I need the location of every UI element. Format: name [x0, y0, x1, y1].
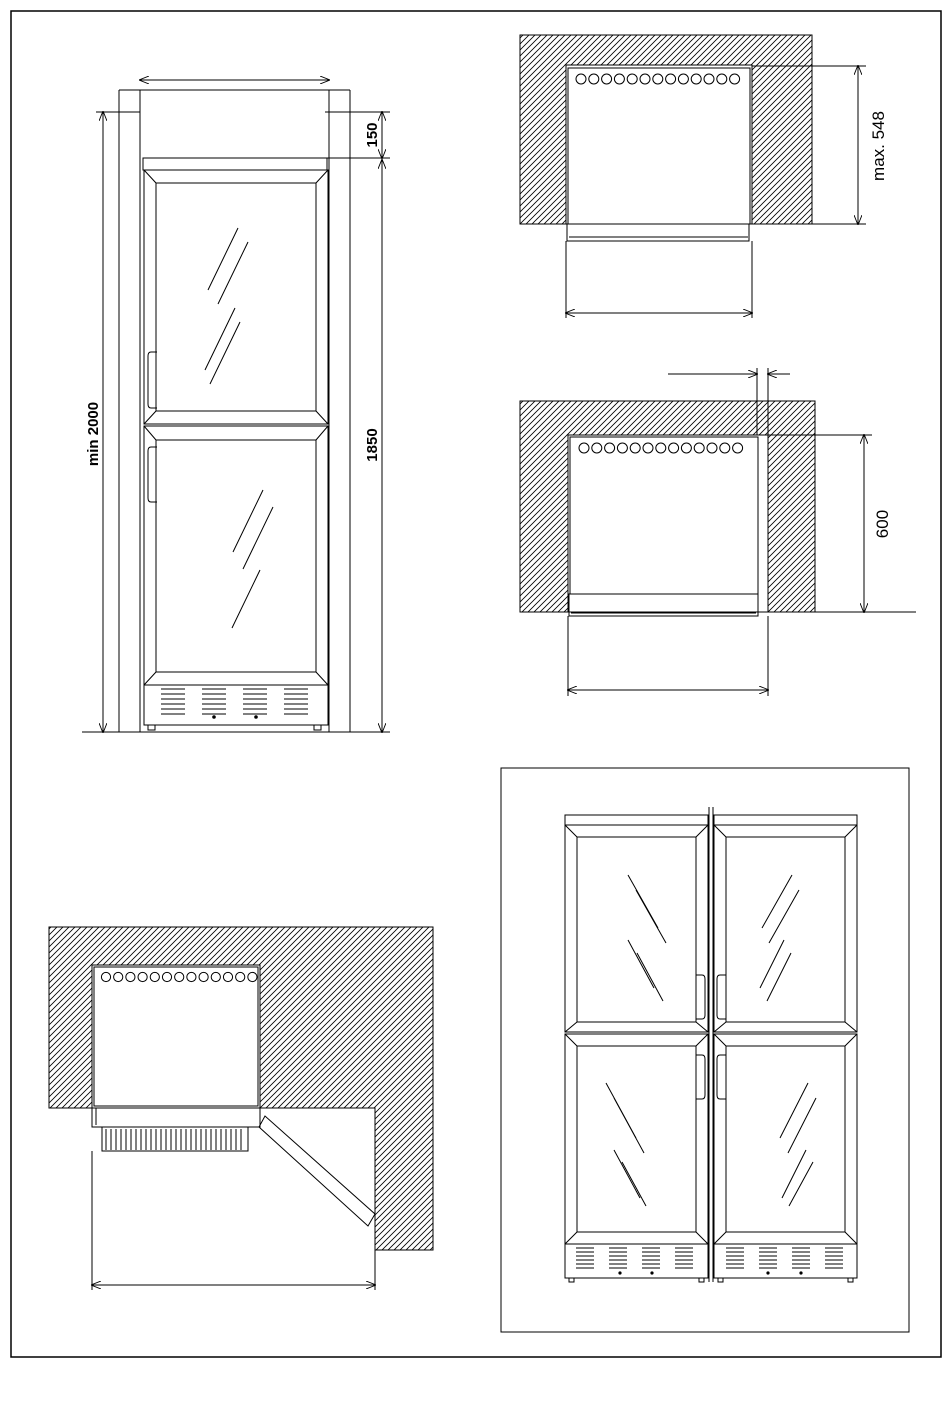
bottle-icon	[666, 74, 676, 84]
dim-top-clearance: 150	[364, 122, 381, 147]
bottle-icon	[236, 972, 245, 981]
bottle-icon	[717, 74, 727, 84]
dim-appliance-height: 1850	[364, 428, 381, 461]
bottle-icon	[681, 443, 691, 453]
bottle-icon	[199, 972, 208, 981]
bottle-icon	[643, 443, 653, 453]
dim-min-height: min 2000	[85, 402, 102, 466]
bottle-icon	[138, 972, 147, 981]
bottle-icon	[617, 443, 627, 453]
side-by-side-frame	[501, 768, 909, 1332]
bottle-icon	[630, 443, 640, 453]
wine-cabinet-front	[143, 158, 328, 730]
dim-max-depth: max. 548	[869, 111, 888, 181]
bottle-icon	[589, 74, 599, 84]
bottle-icon	[223, 972, 232, 981]
bottle-icon	[114, 972, 123, 981]
bottle-icon	[614, 74, 624, 84]
top-view-door-swing	[49, 927, 433, 1290]
bottle-icon	[579, 443, 589, 453]
bottle-icon	[640, 74, 650, 84]
top-view-max-depth	[520, 35, 866, 318]
bottle-icon	[669, 443, 679, 453]
bottle-icon	[602, 74, 612, 84]
side-by-side-cabinet-right	[714, 815, 857, 1282]
bottle-icon	[605, 443, 615, 453]
bottle-icon	[691, 74, 701, 84]
bottle-icon	[733, 443, 743, 453]
bottle-icon	[576, 74, 586, 84]
bottle-icon	[653, 74, 663, 84]
bottle-icon	[704, 74, 714, 84]
top-view-depth	[520, 368, 916, 696]
bottle-icon	[248, 972, 257, 981]
bottle-icon	[211, 972, 220, 981]
bottle-icon	[126, 972, 135, 981]
bottle-icon	[656, 443, 666, 453]
bottle-icon	[678, 74, 688, 84]
side-by-side-cabinet-left	[565, 815, 708, 1282]
front-view-niche	[82, 80, 390, 732]
bottle-icon	[707, 443, 717, 453]
bottle-icon	[627, 74, 637, 84]
dim-depth: 600	[873, 510, 892, 538]
bottle-icon	[592, 443, 602, 453]
bottle-icon	[720, 443, 730, 453]
bottle-icon	[101, 972, 110, 981]
bottle-icon	[187, 972, 196, 981]
bottle-icon	[730, 74, 740, 84]
bottle-icon	[150, 972, 159, 981]
bottle-icon	[694, 443, 704, 453]
bottle-icon	[162, 972, 171, 981]
side-by-side-connector	[709, 807, 713, 1282]
bottle-icon	[175, 972, 184, 981]
